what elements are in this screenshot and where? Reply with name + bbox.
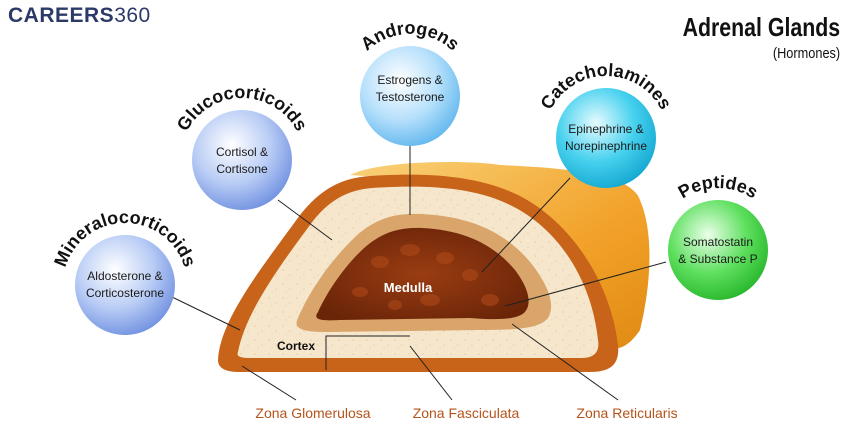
- catecholamines-line1: Epinephrine &: [568, 122, 643, 136]
- bubble-mineralocorticoids: [75, 235, 175, 335]
- zone-glomerulosa-label: Zona Glomerulosa: [255, 405, 370, 421]
- medulla-region: [316, 227, 529, 321]
- bubble-androgens: [360, 46, 460, 146]
- leader-lines: [169, 146, 667, 401]
- androgens-line1: Estrogens &: [377, 73, 442, 87]
- bubble-catecholamines: [556, 88, 656, 188]
- cortex-label: Cortex: [277, 339, 315, 353]
- catecholamines-line2: Norepinephrine: [565, 139, 647, 153]
- category-peptides: Peptides: [675, 172, 762, 202]
- leader-mineralocorticoids: [169, 295, 241, 331]
- page-title: Adrenal Glands: [682, 12, 840, 42]
- zone-reticularis-label: Zona Reticularis: [576, 405, 677, 421]
- leader-fasciculata: [409, 345, 453, 401]
- glucocorticoids-line2: Cortisone: [216, 162, 268, 176]
- careers360-logo: CAREERS360: [8, 4, 151, 28]
- leader-reticularis: [511, 323, 619, 401]
- zone-fasciculata-label: Zona Fasciculata: [413, 405, 520, 421]
- medulla-texture: [352, 244, 499, 310]
- category-peptides-text: Peptides: [675, 172, 762, 202]
- bubble-peptides: [668, 200, 768, 300]
- medulla-label: Medulla: [384, 280, 433, 295]
- gland-side-surface: [350, 162, 650, 349]
- peptides-line1: Somatostatin: [683, 235, 753, 249]
- leader-catecholamines: [481, 177, 571, 273]
- mineralocorticoids-line2: Corticosterone: [86, 286, 164, 300]
- androgens-line2: Testosterone: [376, 90, 445, 104]
- mineralocorticoids-line1: Aldosterone &: [87, 269, 162, 283]
- page-subtitle: (Hormones): [772, 45, 840, 62]
- glucocorticoids-line1: Cortisol &: [216, 145, 268, 159]
- bubble-glucocorticoids: [192, 110, 292, 210]
- leader-glucocorticoids: [277, 199, 333, 241]
- logo-name: CAREERS: [8, 4, 115, 27]
- leader-peptides: [504, 261, 667, 307]
- leader-glomerulosa: [241, 365, 297, 401]
- title-block: Adrenal Glands (Hormones): [648, 12, 840, 62]
- logo-number: 360: [114, 4, 151, 27]
- peptides-line2: & Substance P: [678, 252, 757, 266]
- leader-cortex: [325, 335, 410, 370]
